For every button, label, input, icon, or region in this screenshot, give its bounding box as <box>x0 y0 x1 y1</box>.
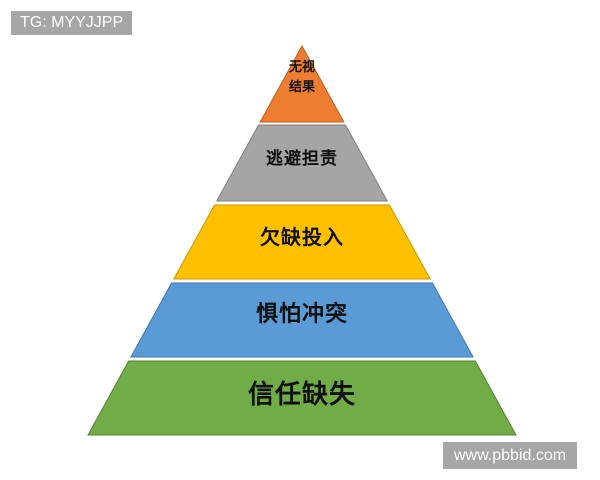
pyramid-tier-0 <box>259 44 345 123</box>
pyramid-tier-4 <box>87 360 517 436</box>
watermark-bottom-right: www.pbbid.com <box>443 442 578 469</box>
pyramid-tier-1 <box>215 124 389 202</box>
pyramid-tier-group <box>87 44 517 436</box>
watermark-top-left: TG: MYYJJPP <box>11 11 133 35</box>
pyramid-tier-3 <box>130 282 474 358</box>
pyramid-tier-2 <box>172 204 432 280</box>
